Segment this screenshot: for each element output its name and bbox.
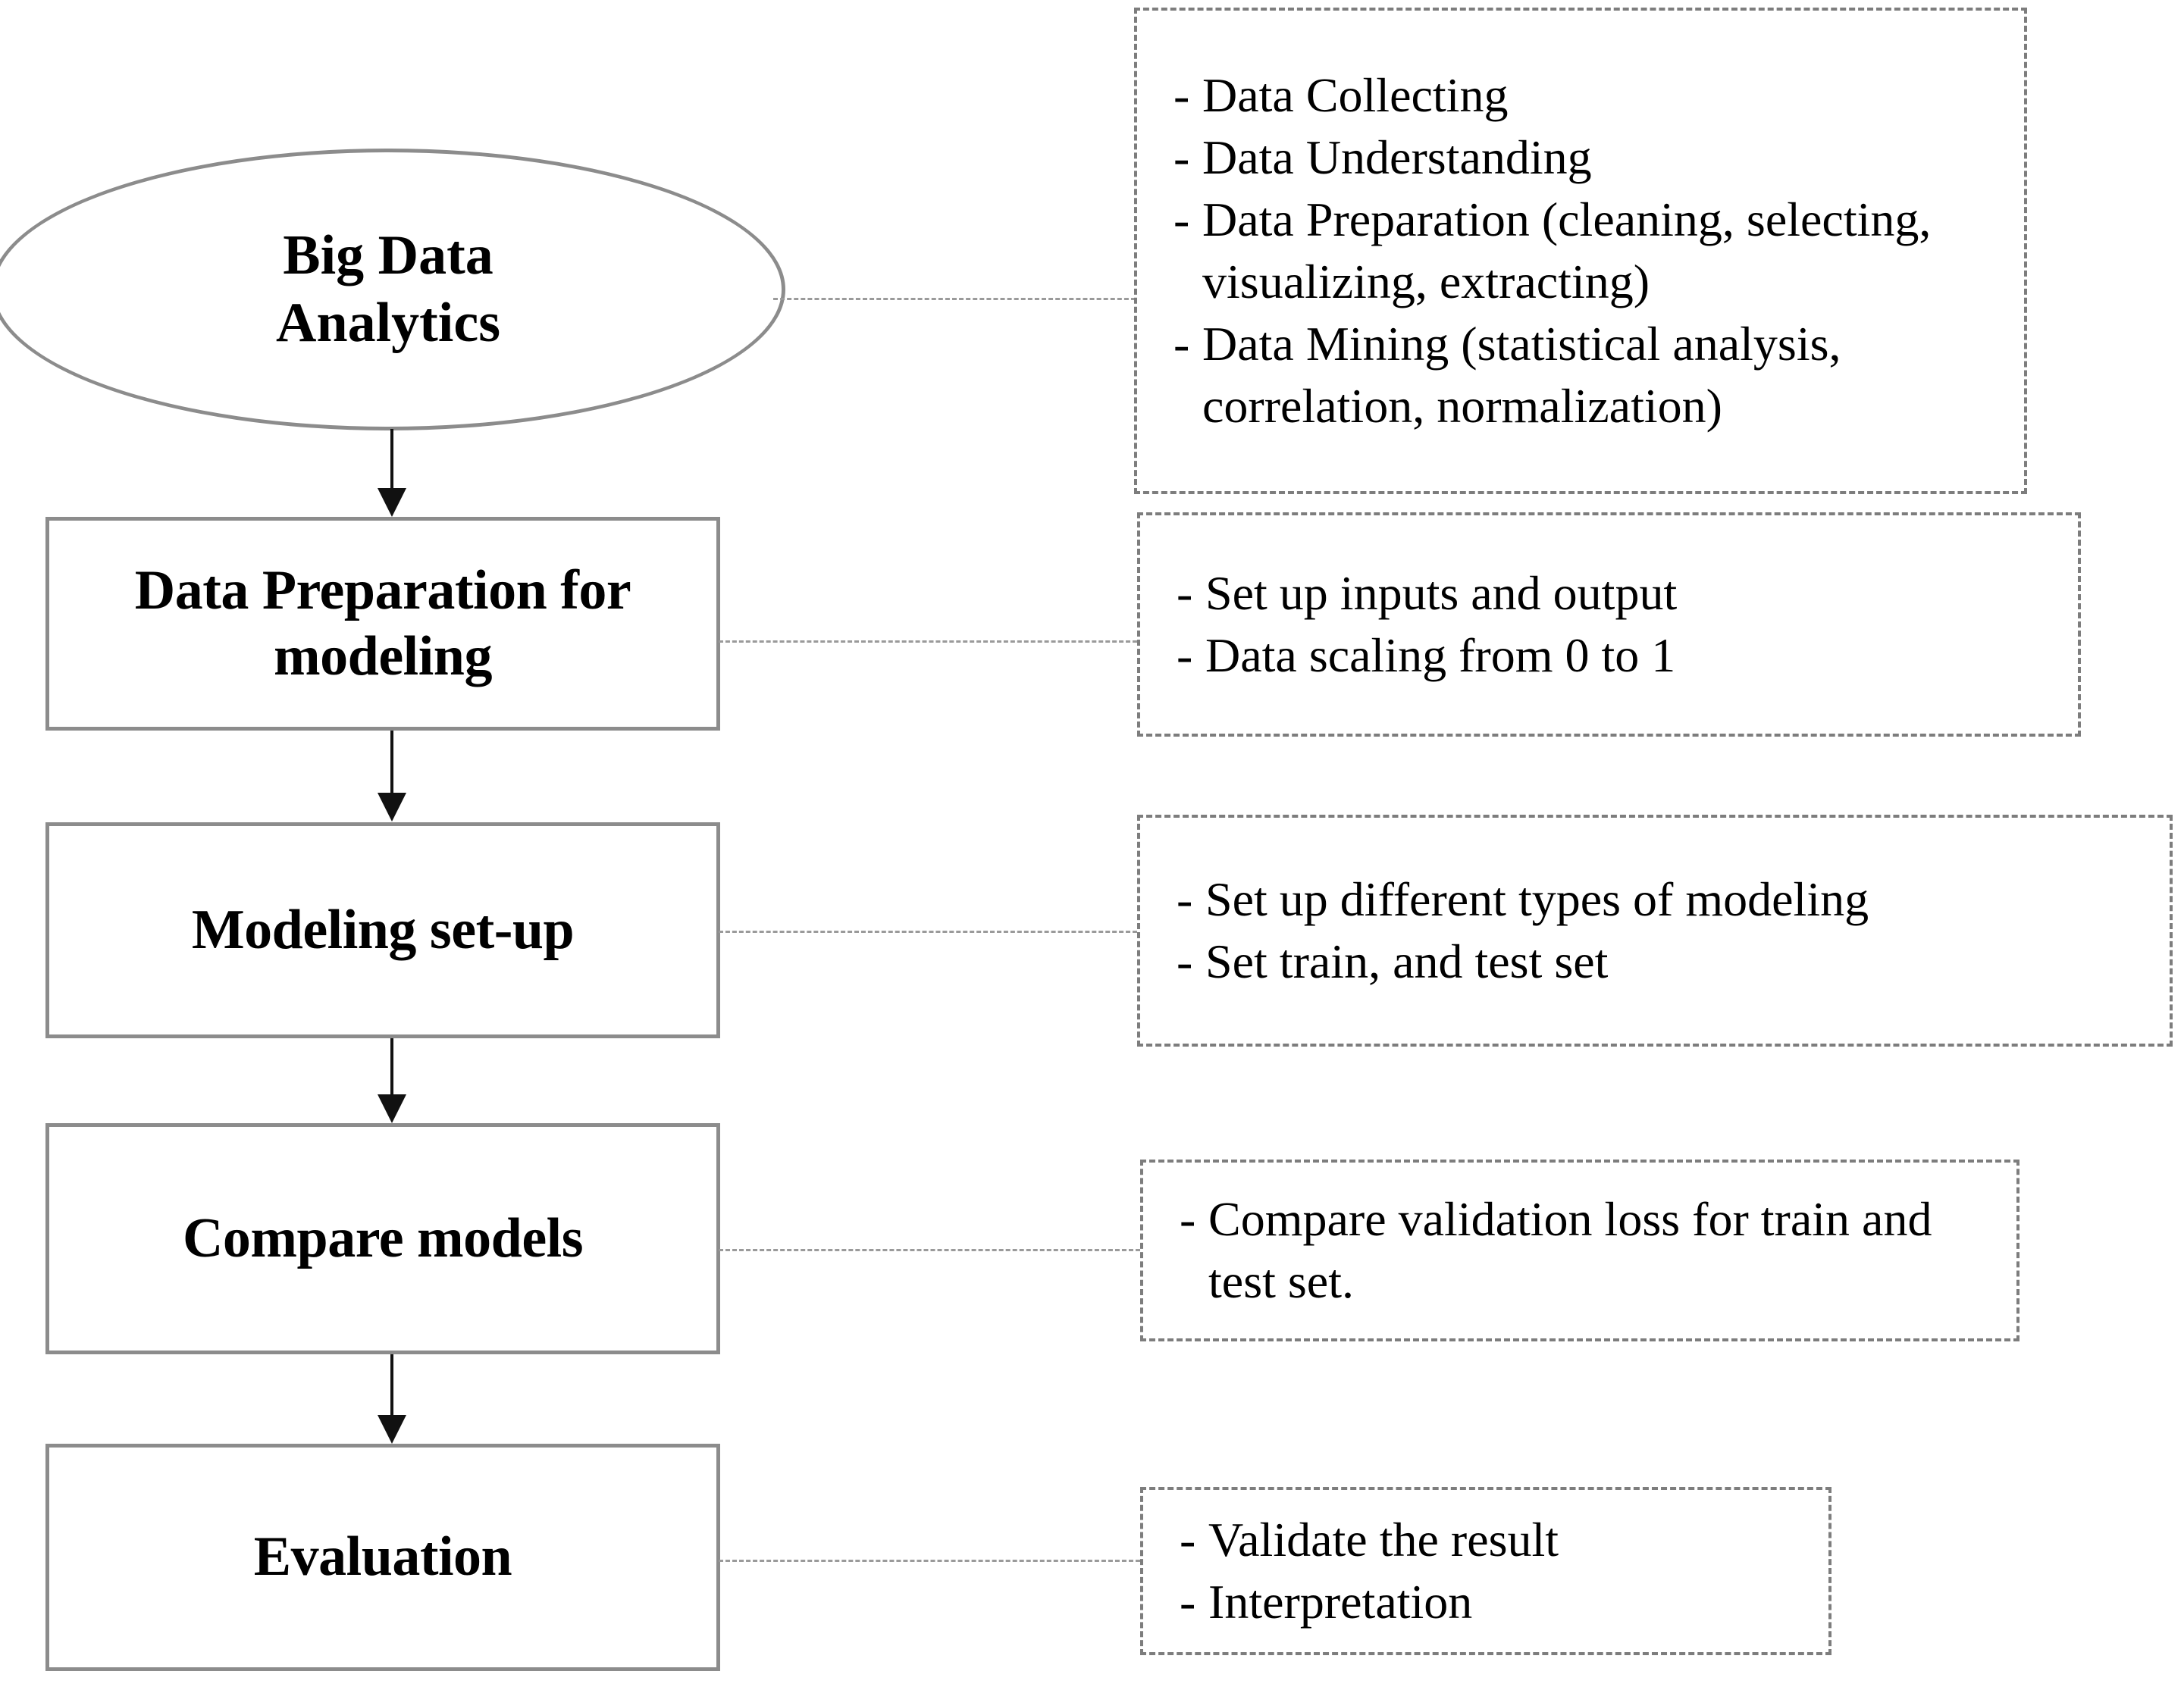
note-list: - Data Collecting - Data Understanding -… [1137, 64, 2024, 437]
edge-compare-to-evaluation-arrowhead [378, 1415, 406, 1444]
node-compare-models[interactable]: Compare models [45, 1123, 720, 1354]
list-item-text: Data Mining (statistical analysis, corre… [1202, 316, 1841, 433]
node-data-preparation-for-modeling[interactable]: Data Preparation for modeling [45, 517, 720, 731]
node-label-line2: Analytics [276, 292, 500, 354]
list-item-text: Set up different types of modeling [1205, 872, 1869, 927]
list-item: - Data Understanding [1137, 127, 2024, 189]
list-item: - Set train, and test set [1140, 931, 2170, 993]
bullet-dash-icon: - [1173, 316, 1190, 371]
edge-analytics-to-preparation-line [390, 429, 393, 490]
list-item-text: Validate the result [1208, 1513, 1559, 1567]
leader-analytics-to-note [773, 298, 1136, 300]
note-list: - Set up different types of modeling - S… [1140, 869, 2170, 993]
list-item: - Data Preparation (cleaning, selecting,… [1137, 189, 2024, 313]
note-list: - Validate the result - Interpretation [1143, 1509, 1828, 1633]
node-big-data-analytics-label: Big Data Analytics [276, 222, 500, 357]
note-data-preparation[interactable]: - Set up inputs and output - Data scalin… [1137, 512, 2081, 737]
list-item: - Set up inputs and output [1140, 562, 2078, 624]
edge-compare-to-evaluation-line [390, 1354, 393, 1415]
node-big-data-analytics[interactable]: Big Data Analytics [0, 149, 785, 430]
list-item-text: Compare validation loss for train and te… [1208, 1192, 1932, 1308]
node-compare-models-label: Compare models [182, 1207, 584, 1269]
list-item: - Validate the result [1143, 1509, 1828, 1571]
node-label-line1: Big Data [283, 224, 494, 287]
bullet-dash-icon: - [1173, 192, 1190, 247]
note-compare-models[interactable]: - Compare validation loss for train and … [1140, 1160, 2019, 1341]
edge-modeling-to-compare-arrowhead [378, 1094, 406, 1123]
list-item-text: Interpretation [1208, 1575, 1473, 1629]
node-data-preparation-label: Data Preparation for modeling [135, 558, 631, 690]
bullet-dash-icon: - [1180, 1575, 1196, 1629]
bullet-dash-icon: - [1177, 628, 1193, 682]
bullet-dash-icon: - [1177, 872, 1193, 927]
bullet-dash-icon: - [1180, 1513, 1196, 1567]
note-evaluation[interactable]: - Validate the result - Interpretation [1140, 1487, 1831, 1655]
list-item-text: Data Understanding [1202, 130, 1592, 185]
list-item-text: Set train, and test set [1205, 934, 1609, 988]
node-evaluation[interactable]: Evaluation [45, 1444, 720, 1671]
list-item: - Interpretation [1143, 1571, 1828, 1633]
node-evaluation-label: Evaluation [253, 1526, 512, 1588]
bullet-dash-icon: - [1173, 130, 1190, 185]
note-list: - Compare validation loss for train and … [1143, 1188, 2016, 1313]
note-big-data-analytics[interactable]: - Data Collecting - Data Understanding -… [1134, 8, 2027, 494]
list-item: - Data Collecting [1137, 64, 2024, 127]
node-modeling-set-up[interactable]: Modeling set-up [45, 822, 720, 1038]
list-item-text: Data Preparation (cleaning, selecting, v… [1202, 192, 1932, 308]
list-item-text: Data scaling from 0 to 1 [1205, 628, 1676, 682]
edge-preparation-to-modeling-line [390, 731, 393, 793]
list-item: - Set up different types of modeling [1140, 869, 2170, 931]
leader-preparation-to-note [719, 640, 1137, 643]
list-item-text: Set up inputs and output [1205, 566, 1678, 621]
list-item: - Data scaling from 0 to 1 [1140, 624, 2078, 687]
node-modeling-set-up-label: Modeling set-up [191, 898, 575, 961]
node-label-line1: Data Preparation for [134, 559, 631, 621]
bullet-dash-icon: - [1177, 934, 1193, 988]
note-list: - Set up inputs and output - Data scalin… [1140, 562, 2078, 687]
bullet-dash-icon: - [1173, 68, 1190, 123]
edge-preparation-to-modeling-arrowhead [378, 793, 406, 822]
leader-modeling-to-note [719, 931, 1137, 933]
list-item: - Compare validation loss for train and … [1143, 1188, 2016, 1313]
leader-compare-to-note [719, 1249, 1140, 1251]
edge-modeling-to-compare-line [390, 1038, 393, 1094]
list-item-text: Data Collecting [1202, 68, 1509, 123]
edge-analytics-to-preparation-arrowhead [378, 488, 406, 517]
list-item: - Data Mining (statistical analysis, cor… [1137, 313, 2024, 437]
node-label-line2: modeling [274, 625, 492, 687]
leader-evaluation-to-note [719, 1560, 1140, 1562]
bullet-dash-icon: - [1180, 1192, 1196, 1247]
note-modeling-set-up[interactable]: - Set up different types of modeling - S… [1137, 815, 2173, 1047]
bullet-dash-icon: - [1177, 566, 1193, 621]
